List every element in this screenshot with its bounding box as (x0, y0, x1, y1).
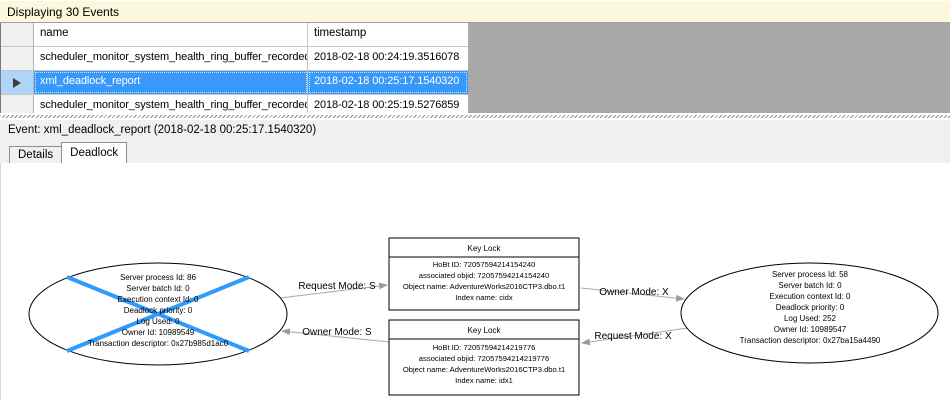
event-name-cell[interactable]: scheduler_monitor_system_health_ring_buf… (34, 47, 308, 70)
resource-attr: Index name: cidx (455, 293, 513, 302)
process-attr: Deadlock priority: 0 (124, 306, 193, 315)
tab-strip: Details Deadlock (0, 140, 950, 163)
resource-attr: HoBt ID: 72057594214219776 (433, 343, 536, 352)
resource-attr: Object name: AdventureWorks2016CTP3.dbo.… (403, 282, 565, 291)
table-row-selected[interactable]: xml_deadlock_report 2018-02-18 00:25:17.… (1, 71, 468, 95)
process-attr: Execution context Id: 0 (118, 295, 199, 304)
events-count-bar: Displaying 30 Events (0, 1, 950, 23)
resource-attr: Index name: idx1 (455, 376, 513, 385)
process-attr: Deadlock priority: 0 (776, 303, 845, 312)
tab-details[interactable]: Details (9, 146, 62, 163)
edge-label-request-s: Request Mode: S (298, 281, 376, 292)
edge-request-s-arrow (271, 282, 388, 300)
resource-node-keylock-bottom[interactable]: Key Lock HoBt ID: 72057594214219776 asso… (388, 319, 580, 396)
process-attr: Server batch Id: 0 (778, 281, 842, 290)
edge-label-request-x: Request Mode: X (594, 331, 672, 342)
events-table-zone: name timestamp scheduler_monitor_system_… (0, 23, 950, 113)
row-header-cell[interactable] (1, 71, 34, 94)
resource-attr: HoBt ID: 72057594214154240 (433, 260, 536, 269)
process-attr: Transaction descriptor: 0x27b985d1ac0 (88, 339, 229, 348)
process-node-survivor[interactable]: Server process Id: 58 Server batch Id: 0… (680, 262, 939, 364)
resource-attr: Object name: AdventureWorks2016CTP3.dbo.… (403, 365, 565, 374)
events-table: name timestamp scheduler_monitor_system_… (0, 23, 468, 113)
current-row-arrow-icon (13, 77, 21, 88)
event-timestamp-cell[interactable]: 2018-02-18 00:25:19.5276859 (314, 99, 460, 111)
victim-cross-line (66, 275, 250, 353)
resource-node-keylock-top[interactable]: Key Lock HoBt ID: 72057594214154240 asso… (388, 237, 580, 311)
resource-attr: associated objid: 72057594214219776 (419, 354, 549, 363)
table-row[interactable]: scheduler_monitor_system_health_ring_buf… (1, 95, 468, 113)
deadlock-graph: Server process Id: 86 Server batch Id: 0… (28, 237, 939, 396)
process-attr: Owner Id: 10989549 (122, 328, 195, 337)
resource-attr: associated objid: 72057594214154240 (419, 271, 549, 280)
column-header-name[interactable]: name (34, 23, 308, 46)
process-attr: Server batch Id: 0 (126, 284, 190, 293)
event-summary-bar: Event: xml_deadlock_report (2018-02-18 0… (0, 120, 950, 140)
resource-title: Key Lock (468, 244, 502, 253)
edge-label-owner-s: Owner Mode: S (302, 327, 372, 338)
process-attr: Log Used: 0 (136, 317, 180, 326)
table-row[interactable]: scheduler_monitor_system_health_ring_buf… (1, 47, 468, 71)
tab-deadlock[interactable]: Deadlock (61, 142, 128, 163)
event-name-cell[interactable]: xml_deadlock_report (34, 71, 308, 94)
edge-label-owner-x: Owner Mode: X (599, 287, 669, 298)
process-attr: Execution context Id: 0 (770, 292, 851, 301)
deadlock-edges (271, 282, 689, 346)
process-attr: Log Used: 252 (784, 314, 837, 323)
edge-owner-x-arrow (580, 287, 685, 302)
splitter-handle[interactable] (0, 113, 950, 120)
table-corner-cell (1, 23, 34, 46)
process-attr: Transaction descriptor: 0x27ba15a4490 (740, 336, 881, 345)
process-node-victim[interactable]: Server process Id: 86 Server batch Id: 0… (28, 262, 288, 366)
events-count-label: Displaying 30 Events (7, 5, 120, 19)
process-attr: Server process Id: 58 (772, 270, 849, 279)
deadlock-graph-panel: Server process Id: 86 Server batch Id: 0… (0, 163, 950, 400)
edge-labels: Request Mode: S Owner Mode: S Owner Mode… (298, 281, 672, 342)
event-timestamp-cell[interactable]: 2018-02-18 00:25:17.1540320 (308, 71, 468, 94)
event-summary-label: Event: xml_deadlock_report (2018-02-18 0… (8, 124, 317, 136)
column-header-timestamp[interactable]: timestamp (314, 27, 367, 39)
row-header-cell[interactable] (1, 95, 34, 113)
table-header-row: name timestamp (1, 23, 468, 47)
event-name-cell[interactable]: scheduler_monitor_system_health_ring_buf… (34, 95, 308, 113)
edge-request-x-arrow (581, 327, 689, 346)
process-attr: Server process Id: 86 (120, 273, 197, 282)
resource-title: Key Lock (468, 326, 502, 335)
row-header-cell[interactable] (1, 47, 34, 70)
edge-owner-s-arrow (281, 328, 390, 343)
process-attr: Owner Id: 10989547 (774, 325, 847, 334)
event-timestamp-cell[interactable]: 2018-02-18 00:24:19.3516078 (314, 51, 460, 63)
